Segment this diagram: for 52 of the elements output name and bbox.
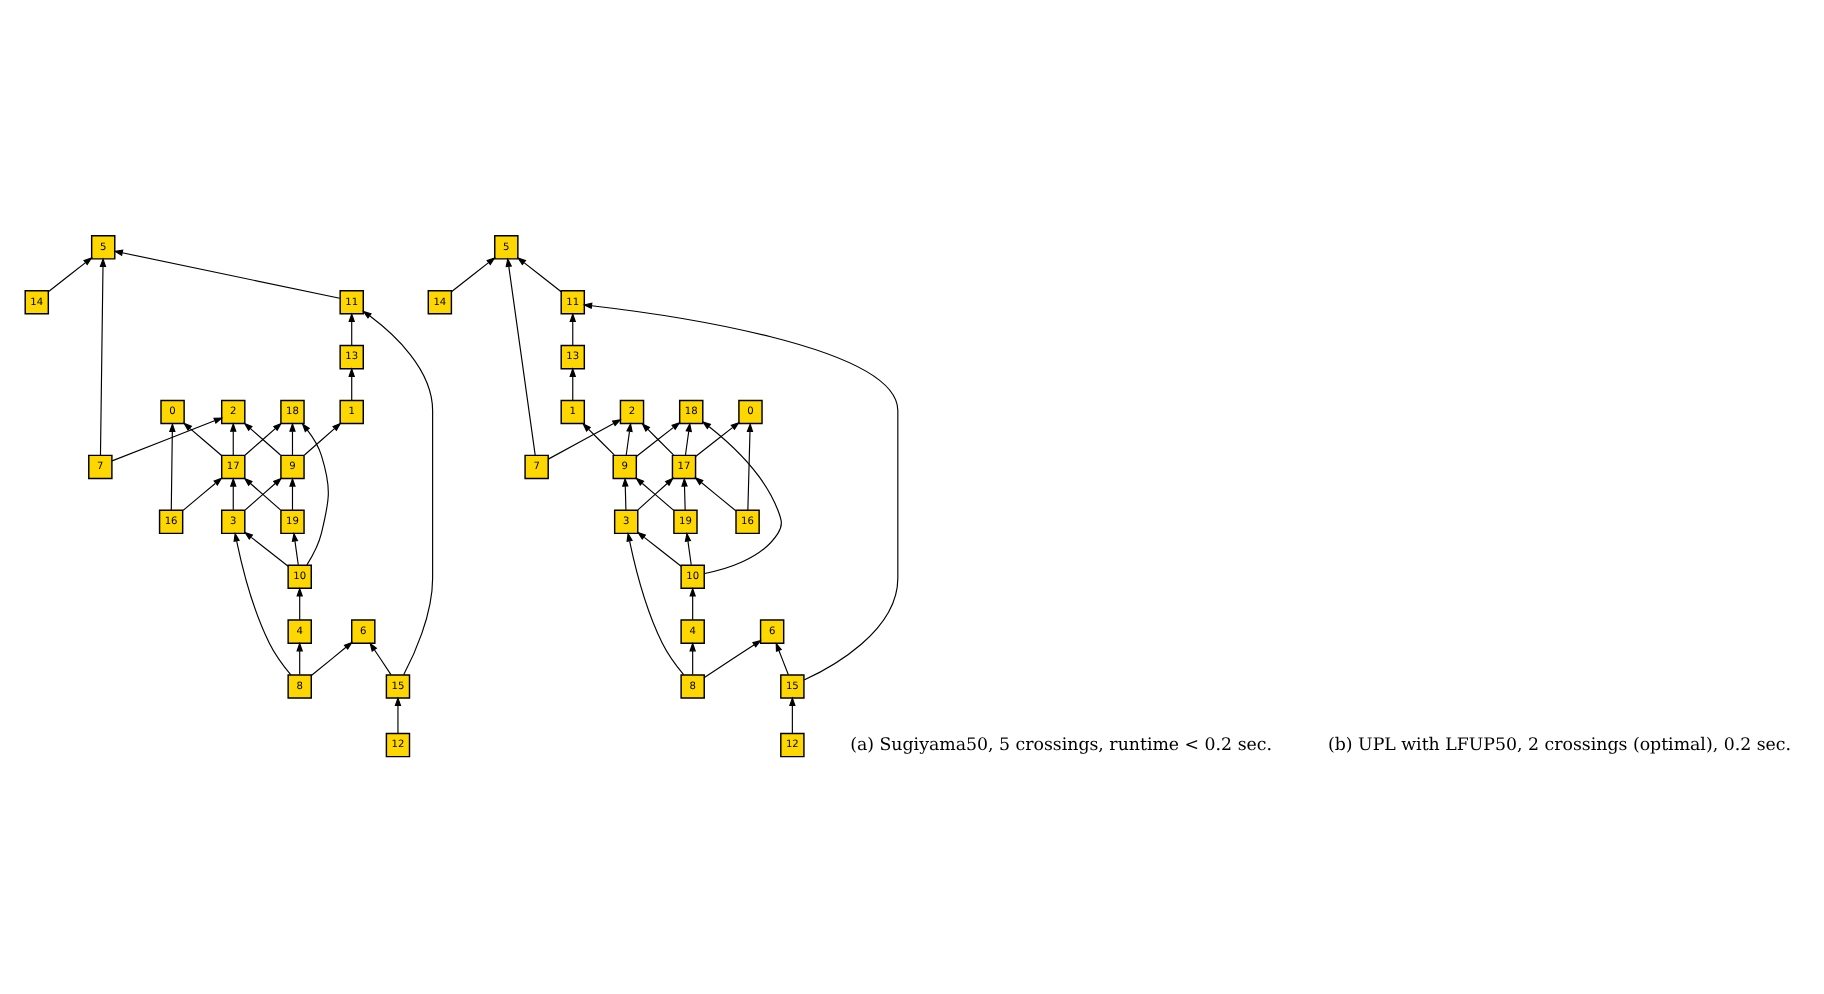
arrow — [46, 256, 92, 292]
arrow — [181, 476, 222, 510]
arrow — [683, 531, 691, 565]
arrow — [300, 421, 328, 565]
arrow — [504, 256, 535, 455]
arrow — [368, 641, 391, 675]
arrow — [290, 531, 298, 565]
arrow — [620, 476, 628, 510]
arrow — [568, 366, 576, 400]
arrow — [683, 421, 692, 455]
arrow — [680, 476, 687, 510]
arrow — [568, 311, 576, 345]
arrow — [449, 256, 495, 292]
arrow — [309, 640, 353, 676]
arrow — [625, 530, 684, 675]
arrow — [302, 421, 341, 455]
arrow — [98, 256, 106, 455]
arrow — [774, 640, 788, 675]
label: (b) UPL with LFUP50, 2 crossings (optimal), 0.2 sec. — [1326, 734, 1791, 755]
arrow — [295, 640, 303, 675]
arrow — [167, 421, 175, 510]
arrow — [702, 638, 761, 677]
arrow — [110, 416, 223, 461]
arrow — [688, 585, 695, 620]
arrow — [546, 418, 621, 459]
arrow — [515, 256, 561, 292]
arrow — [228, 421, 236, 455]
arrow — [232, 530, 291, 675]
arrow — [694, 420, 739, 456]
arrow — [393, 695, 401, 733]
arrow — [635, 530, 681, 566]
arrow — [112, 248, 340, 298]
arrow — [242, 530, 288, 566]
arrow — [688, 640, 695, 675]
arrow — [693, 475, 736, 511]
arrow — [634, 420, 680, 456]
arrow — [347, 311, 355, 345]
arrow — [295, 585, 303, 620]
arrow — [581, 421, 614, 455]
arrow — [745, 421, 753, 510]
arrow — [361, 309, 433, 675]
arrow — [181, 421, 222, 456]
arrow — [288, 421, 295, 455]
arrow — [288, 476, 295, 510]
label: (a) Sugiyama50, 5 crossings, runtime < 0.2 sec. — [849, 734, 1271, 755]
arrow — [347, 366, 355, 400]
arrow — [700, 419, 781, 574]
arrow — [788, 695, 795, 733]
arrow — [581, 301, 898, 680]
arrow — [640, 421, 674, 455]
arrow — [624, 421, 632, 455]
arrow — [228, 476, 236, 510]
